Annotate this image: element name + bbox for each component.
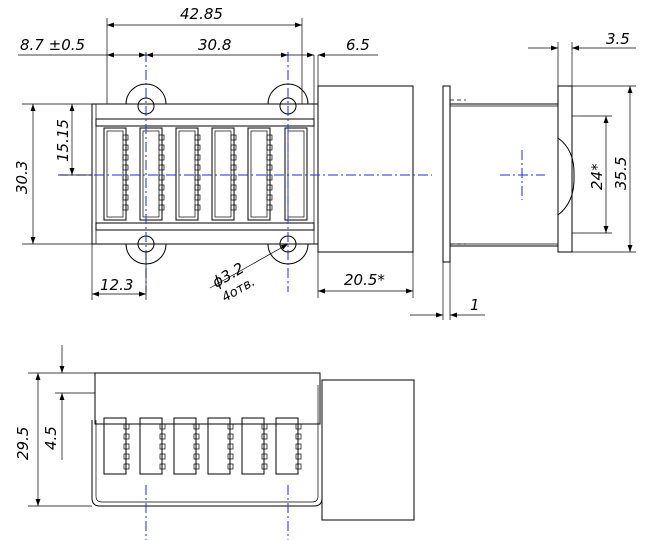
dim-half-height: 15.15 <box>54 119 72 162</box>
side-plate <box>442 85 451 263</box>
bottom-drive-block <box>321 379 415 521</box>
dim-overall-width: 42.85 <box>180 5 223 23</box>
switch-deck <box>103 417 130 475</box>
dim-side-height: 35.5 <box>612 157 630 190</box>
bottom-body <box>94 372 321 425</box>
switch-deck <box>211 127 237 221</box>
switch-deck <box>207 417 234 475</box>
switch-deck <box>175 127 201 221</box>
drive-block <box>317 85 414 253</box>
bottom-view <box>91 372 415 540</box>
dim-side-inner: 24* <box>588 163 606 190</box>
knob-profile <box>557 137 575 216</box>
dim-left-offset: 8.7 ±0.5 <box>20 36 85 54</box>
dim-bottom-top-offset: 4.5 <box>42 426 60 450</box>
switch-decks <box>103 127 308 221</box>
dim-side-thickness: 3.5 <box>606 30 630 48</box>
rail-bottom <box>95 222 315 231</box>
rail-top <box>95 118 315 127</box>
side-view <box>442 85 580 263</box>
dim-bottom-offset: 12.3 <box>100 276 133 294</box>
dim-block-width: 20.5* <box>344 271 385 289</box>
dim-bottom-height: 29.5 <box>14 427 32 460</box>
switch-deck <box>275 417 302 475</box>
dim-hole-spacing: 30.8 <box>198 36 231 54</box>
switch-deck <box>247 127 273 221</box>
switch-deck <box>173 417 200 475</box>
top-view <box>58 52 432 292</box>
switch-deck <box>241 417 268 475</box>
dim-plate-thickness: 1 <box>470 296 480 314</box>
dim-height: 30.3 <box>13 161 31 194</box>
switch-deck <box>139 417 166 475</box>
dim-right-offset: 6.5 <box>346 36 370 54</box>
bottom-decks <box>103 417 302 475</box>
dimensions: 42.85 8.7 ±0.5 30.8 6.5 3.5 30.3 15.15 3… <box>13 5 636 507</box>
switch-deck <box>103 127 129 221</box>
switch-deck <box>139 127 165 221</box>
